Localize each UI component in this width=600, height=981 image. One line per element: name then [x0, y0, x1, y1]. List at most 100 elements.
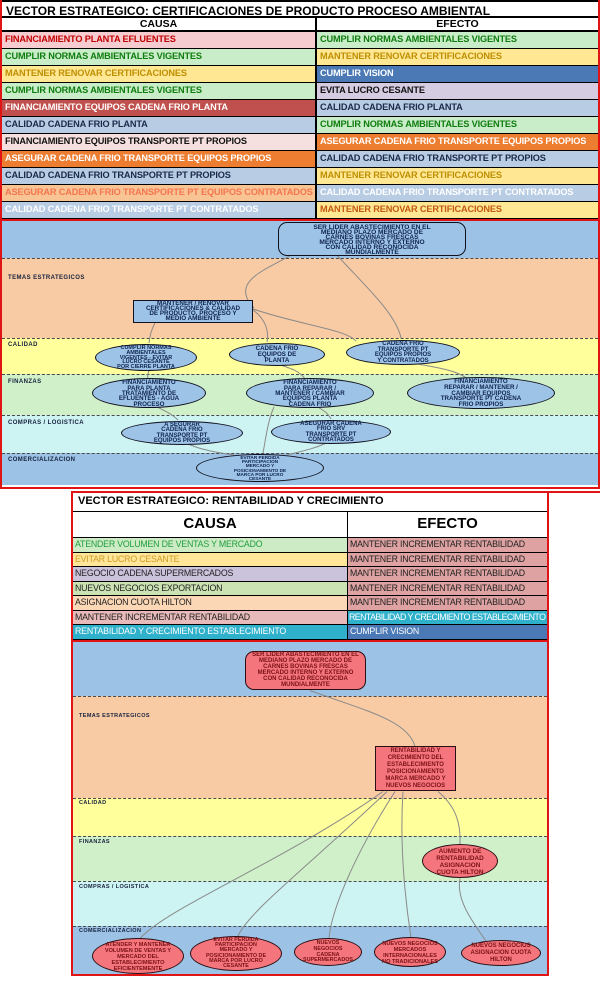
connector-line — [286, 441, 329, 456]
efecto-cell: MANTENER INCREMENTAR RENTABILIDAD — [348, 581, 547, 595]
lane-band — [2, 258, 598, 338]
causa-cell: MANTENER INCREMENTAR RENTABILIDAD — [73, 610, 348, 624]
lane-label-comercializacion: COMERCIALIZACION — [8, 457, 76, 463]
table-row: NUEVOS NEGOCIOS EXPORTACION MANTENER INC… — [73, 581, 547, 596]
efecto-cell: CUMPLIR VISION — [317, 66, 598, 82]
lane-label-compras-logistica: COMPRAS / LOGISTICA — [79, 883, 150, 890]
lane-band — [73, 881, 547, 926]
lane-label-finanzas: FINANZAS — [79, 838, 111, 845]
finanzas-node-3: FINANCIAMIENTO REPARAR / MANTENER / CAMB… — [407, 377, 555, 409]
connector-line — [401, 790, 412, 938]
connector-line — [328, 790, 396, 939]
causa-cell: EVITAR LUCRO CESANTE — [73, 552, 348, 566]
efecto-cell: CALIDAD CADENA FRIO TRANSPORTE PT CONTRA… — [317, 185, 598, 201]
efecto-cell: CUMPLIR VISION — [348, 625, 547, 639]
comercializacion-node-4: NUEVOS NEGOCIOS MERCADOS INTERNACIONALES… — [374, 937, 446, 967]
comercializacion-node-2: EVITAR PERDIDA PARTICIPACION MERCADO Y P… — [190, 935, 282, 971]
connector-line — [458, 877, 487, 941]
efecto-cell: MANTENER INCREMENTAR RENTABILIDAD — [348, 567, 547, 581]
connector-line — [154, 405, 179, 421]
efecto-cell: MANTENER RENOVAR CERTIFICACIONES — [317, 168, 598, 184]
table-row: ASIGNACION CUOTA HILTON MANTENER INCREME… — [73, 596, 547, 611]
efecto-cell: ASEGURAR CADENA FRIO TRANSPORTE EQUIPOS … — [317, 134, 598, 150]
efecto-cell: EVITA LUCRO CESANTE — [317, 83, 598, 99]
efecto-cell: MANTENER RENOVAR CERTIFICACIONES — [317, 49, 598, 65]
connector-line — [262, 406, 275, 454]
strategy-map-rentabilidad: TEMAS ESTRATEGICOS CALIDAD FINANZAS COMP… — [73, 641, 547, 974]
causa-header: CAUSA — [2, 18, 317, 30]
comercializacion-node-1: ATENDER Y MANTENER VOLUMEN DE VENTAS Y M… — [92, 938, 184, 974]
causa-header: CAUSA — [73, 512, 348, 537]
lane-label-comercializacion: COMERCIALIZACION — [79, 928, 142, 934]
lane-band — [73, 696, 547, 798]
connector-line — [411, 362, 467, 379]
section-rentabilidad: VECTOR ESTRATEGICO: RENTABILIDAD Y CRECI… — [71, 491, 549, 976]
red-divider-line — [73, 639, 547, 642]
section1-table-header: CAUSA EFECTO — [2, 18, 598, 32]
vision-box: SER LIDER ABASTECIMIENTO EN EL MEDIANO P… — [278, 222, 466, 256]
connector-line — [148, 322, 156, 344]
table-row: EVITAR LUCRO CESANTE MANTENER INCREMENTA… — [73, 552, 547, 567]
table-row: ASEGURAR CADENA FRIO TRANSPORTE PT EQUIP… — [2, 185, 598, 202]
finanzas-node-1: FINANCIAMIENTO PARA PLANTA TRATAMIENTO D… — [92, 378, 206, 408]
efecto-cell: CUMPLIR NORMAS AMBIENTALES VIGENTES — [317, 32, 598, 48]
causa-cell: ATENDER VOLUMEN DE VENTAS Y MERCADO — [73, 538, 348, 552]
table-row: ASEGURAR CADENA FRIO TRANSPORTE EQUIPOS … — [2, 151, 598, 168]
causa-cell: NEGOCIO CADENA SUPERMERCADOS — [73, 567, 348, 581]
calidad-node-2: CADENA FRIO EQUIPOS DE PLANTA — [229, 343, 325, 366]
section2-title: VECTOR ESTRATEGICO: RENTABILIDAD Y CRECI… — [73, 493, 547, 512]
causa-cell: CUMPLIR NORMAS AMBIENTALES VIGENTES — [2, 83, 317, 99]
efecto-header: EFECTO — [436, 18, 479, 30]
causa-cell: ASEGURAR CADENA FRIO TRANSPORTE PT EQUIP… — [2, 185, 317, 201]
lane-label-temas-estrategicos: TEMAS ESTRATEGICOS — [79, 713, 150, 719]
finanzas-node-2: FINANCIAMIENTO PARA REPARAR / MANTENER /… — [246, 378, 374, 408]
table-row: CUMPLIR NORMAS AMBIENTALES VIGENTES MANT… — [2, 49, 598, 66]
connector-line — [139, 790, 384, 939]
efecto-cell: MANTENER INCREMENTAR RENTABILIDAD — [348, 552, 547, 566]
table-row: CALIDAD CADENA FRIO PLANTA CUMPLIR NORMA… — [2, 117, 598, 134]
connector-layer — [139, 689, 487, 941]
efecto-cell: MANTENER INCREMENTAR RENTABILIDAD — [348, 596, 547, 610]
strategy-map-certificaciones: TEMAS ESTRATEGICOS CALIDAD FINANZAS COMP… — [2, 219, 598, 485]
causa-cell: FINANCIAMIENTO PLANTA EFLUENTES — [2, 32, 317, 48]
table-row: MANTENER INCREMENTAR RENTABILIDAD RENTAB… — [73, 610, 547, 625]
connector-line — [315, 405, 332, 420]
causa-cell: ASIGNACION CUOTA HILTON — [73, 596, 348, 610]
connector-line — [252, 309, 269, 343]
mantener-renovar-box: MANTENER / RENOVAR CERTIFICACIONES & CAL… — [133, 300, 253, 323]
section2-table-header: CAUSA EFECTO — [73, 512, 547, 538]
table-row: CALIDAD CADENA FRIO TRANSPORTE PT CONTRA… — [2, 202, 598, 219]
compras-node-2: ASEGURAR CADENA FRIO SRV TRANSPORTE PT C… — [271, 420, 391, 444]
section1-title: VECTOR ESTRATEGICO: CERTIFICACIONES DE P… — [2, 0, 598, 18]
efecto-cell: CALIDAD CADENA FRIO PLANTA — [317, 100, 598, 116]
connector-line — [437, 790, 461, 845]
table-row: RENTABILIDAD Y CRECIMIENTO ESTABLECIMIEN… — [73, 625, 547, 640]
calidad-node-3: CADENA FRIO TRANSPORTE PT EQUIPOS PROPIO… — [346, 340, 460, 365]
efecto-cell: RENTABILIDAD Y CRECIMIENTO ESTABLECIMIEN… — [348, 610, 547, 624]
connector-line — [335, 253, 402, 339]
lane-label-calidad: CALIDAD — [8, 342, 38, 348]
causa-cell: RENTABILIDAD Y CRECIMIENTO ESTABLECIMIEN… — [73, 625, 348, 639]
table-row: FINANCIAMIENTO EQUIPOS TRANSPORTE PT PRO… — [2, 134, 598, 151]
table-row: FINANCIAMIENTO EQUIPOS CADENA FRIO PLANT… — [2, 100, 598, 117]
comercializacion-node-1: EVITAR PERDIDA PARTICIPACION MERCADO Y P… — [196, 454, 324, 482]
causa-cell: CUMPLIR NORMAS AMBIENTALES VIGENTES — [2, 49, 317, 65]
table-row: MANTENER RENOVAR CERTIFICACIONES CUMPLIR… — [2, 66, 598, 83]
connector-line — [237, 790, 388, 936]
lane-label-finanzas: FINANZAS — [8, 379, 42, 385]
table-row: CUMPLIR NORMAS AMBIENTALES VIGENTES EVIT… — [2, 83, 598, 100]
efecto-cell: CALIDAD CADENA FRIO TRANSPORTE PT PROPIO… — [317, 151, 598, 167]
table-row: NEGOCIO CADENA SUPERMERCADOS MANTENER IN… — [73, 567, 547, 582]
lane-label-compras-logistica: COMPRAS / LOGISTICA — [8, 420, 84, 426]
lane-label-temas-estrategicos: TEMAS ESTRATEGICOS — [8, 275, 85, 281]
aumento-rentabilidad-node: AUMENTO DE RENTABILIDAD ASIGNACION CUOTA… — [422, 844, 498, 878]
causa-cell: FINANCIAMIENTO EQUIPOS TRANSPORTE PT PRO… — [2, 134, 317, 150]
connector-line — [309, 689, 416, 747]
compras-node-1: A SEGURAR CADENA FRIO TRANSPORTE PT EQUI… — [121, 421, 243, 445]
causa-cell: CALIDAD CADENA FRIO TRANSPORTE PT PROPIO… — [2, 168, 317, 184]
connector-line — [252, 308, 357, 342]
causa-cell: ASEGURAR CADENA FRIO TRANSPORTE EQUIPOS … — [2, 151, 317, 167]
causa-cell: MANTENER RENOVAR CERTIFICACIONES — [2, 66, 317, 82]
comercializacion-node-3: NUEVOS NEGOCIOS CADENA SUPERMERCADOS — [294, 938, 362, 966]
